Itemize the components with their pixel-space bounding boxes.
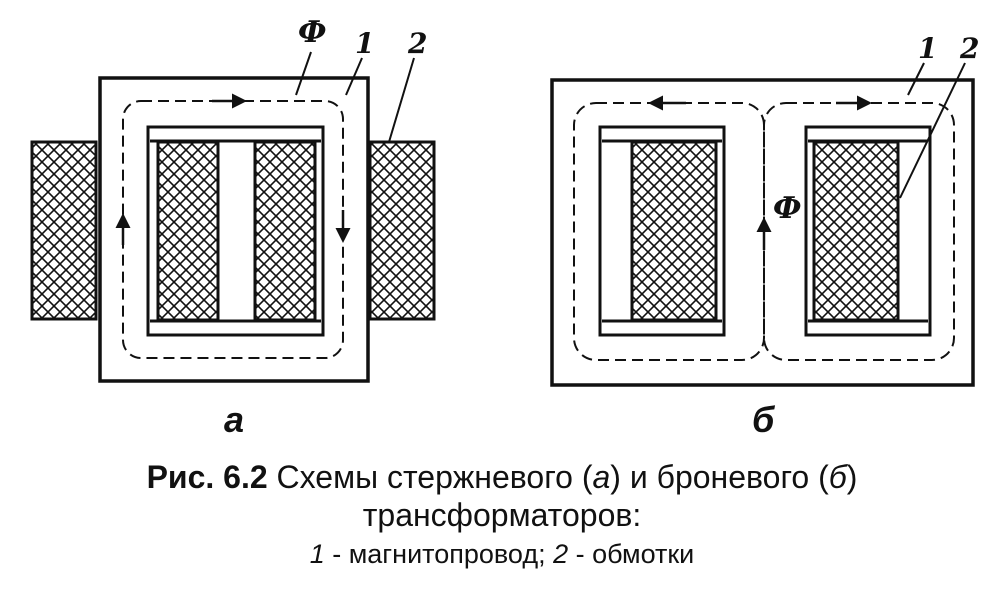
part-letter-a: а [224,399,244,440]
caption-figure-number: Рис. 6.2 [146,459,268,495]
core-type-transformer: Ф 1 2 а [30,15,436,440]
legend-number-1: 1 [309,539,325,569]
caption-text-3: ) [846,459,858,495]
caption-letter-a: а [592,459,611,495]
shell-type-transformer: Ф 1 2 б [550,32,979,440]
callout-winding-b: 2 [959,32,979,65]
winding-right [812,140,900,322]
flux-label-b: Ф [773,191,801,226]
legend-text-2: - обмотки [568,539,695,569]
caption-letter-b: б [828,459,847,495]
winding-right-outer [368,140,436,321]
caption-legend: 1 - магнитопровод; 2 - обмотки [0,534,1004,574]
figure-caption: Рис. 6.2 Схемы стержневого (а) и бронево… [0,458,1004,574]
callout-winding-a: 2 [407,27,427,60]
winding-inner-right [253,140,317,322]
part-letter-b: б [752,399,776,440]
caption-text-1: Схемы стержневого ( [267,459,593,495]
winding-left-outer [30,140,98,321]
winding-left [630,140,718,322]
flux-label-a: Ф [298,15,326,50]
caption-text-2: ) и броневого ( [610,459,829,495]
winding-inner-left [156,140,220,322]
transformer-diagram: Ф 1 2 а Ф 1 2 б [30,15,979,440]
caption-line-2: трансформаторов: [362,497,642,533]
callout-core-a: 1 [355,27,374,60]
legend-number-2: 2 [553,539,569,569]
caption-line-1: Рис. 6.2 Схемы стержневого (а) и бронево… [0,458,1004,496]
callout-core-b: 1 [918,32,937,65]
legend-text-1: - магнитопровод; [324,539,554,569]
